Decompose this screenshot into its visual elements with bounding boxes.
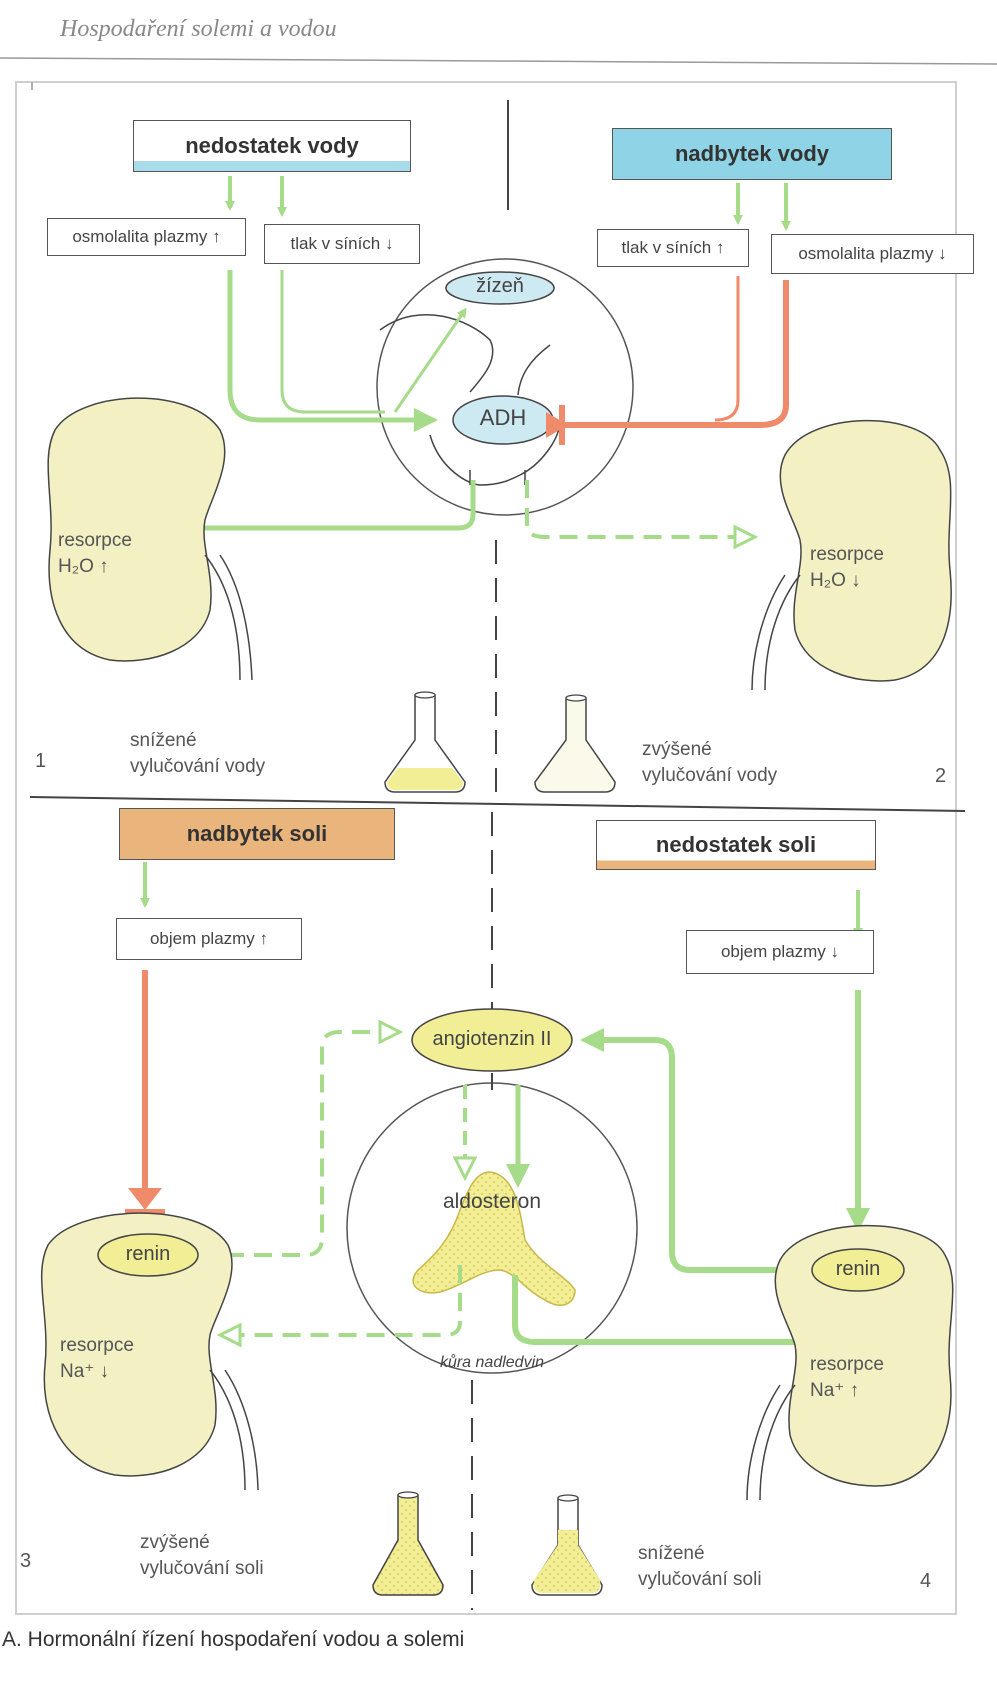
panel4-title: nedostatek soli	[596, 820, 876, 870]
panel4-title-text: nedostatek soli	[655, 832, 817, 857]
panel1-result-line2: vylučování vody	[130, 756, 266, 777]
panel3-title-text: nadbytek soli	[186, 821, 328, 846]
angiotensin-oval	[411, 1008, 573, 1072]
panel2-kidney-value: H₂O ↓	[810, 570, 861, 591]
panel2-result-line2: vylučování vody	[642, 765, 778, 786]
header-rule	[0, 57, 997, 65]
arrow-osmo-adh	[227, 270, 438, 432]
panel3-volume-box: objem plazmy ↑	[116, 918, 302, 960]
thirst-label: žízeň	[476, 275, 524, 297]
panel2-title: nadbytek vody	[612, 128, 892, 180]
panel4-result-line2: vylučování soli	[638, 1569, 762, 1590]
renin-oval-right	[811, 1248, 905, 1292]
panel3-result-line2: vylučování soli	[140, 1558, 264, 1579]
arrow-renin-right-angiotensin	[580, 1028, 815, 1273]
arrow-aldo-kidney-right	[512, 1275, 852, 1354]
panel4-volume-box: objem plazmy ↓	[686, 930, 874, 974]
cortex-label: kůra nadledvin	[439, 1354, 545, 1371]
panel4-result-line1: snížené	[638, 1543, 705, 1564]
arrow-adh-kidney-left	[165, 480, 476, 540]
panel4-kidney-value: Na⁺ ↑	[810, 1380, 860, 1401]
panel2-title-text: nadbytek vody	[674, 141, 830, 166]
aldosterone-label: aldosteron	[442, 1190, 542, 1213]
panel2-kidney-label-text: resorpce	[810, 544, 884, 565]
angiotensin-label: angiotenzin II	[432, 1028, 552, 1050]
panel2-number: 2	[935, 765, 947, 787]
panel3-renin-label: renin	[125, 1243, 171, 1265]
panel3-result-line1: zvýšené	[140, 1532, 210, 1553]
panel4-kidney-label: resorpce Na⁺ ↑	[810, 1352, 884, 1404]
panel2-osmolality-box: osmolalita plazmy ↓	[771, 234, 974, 274]
panel2-result-line1: zvýšené	[642, 739, 712, 760]
arrow-inhibit-adh	[546, 280, 789, 438]
page-header-title: Hospodaření solemi a vodou	[60, 16, 337, 42]
panel1-kidney-label-text: resorpce	[58, 530, 132, 551]
panel4-kidney-label-text: resorpce	[810, 1354, 884, 1375]
flask-2	[534, 697, 616, 793]
kidney-bottom-right	[774, 1224, 954, 1487]
panel1-kidney-value: H₂O ↑	[58, 556, 109, 577]
ventricle-outline	[379, 314, 551, 396]
outer-frame	[15, 81, 957, 1615]
arrow-to-thirst	[393, 307, 467, 413]
figure-caption: A. Hormonální řízení hospodaření vodou a…	[2, 1628, 465, 1651]
panel3-kidney-label: resorpce Na⁺ ↓	[60, 1333, 134, 1385]
adrenal-gland	[412, 1171, 576, 1306]
kidney-top-left	[47, 397, 226, 662]
panel3-title: nadbytek soli	[119, 808, 395, 860]
panel1-number: 1	[35, 750, 47, 772]
arrow-renin-left-angiotensin	[198, 1032, 400, 1257]
panel1-result-line1: snížené	[130, 730, 197, 751]
flask-1	[384, 694, 466, 793]
hypothalamus-circle	[376, 258, 634, 516]
panel4-renin-label: renin	[835, 1258, 881, 1280]
panel3-kidney-label-text: resorpce	[60, 1335, 134, 1356]
kidney-bottom-left	[40, 1212, 233, 1477]
adh-label: ADH	[479, 405, 527, 430]
panel2-pressure-box: tlak v síních ↑	[597, 229, 749, 267]
divider-horizontal	[29, 796, 966, 812]
arrow-adh-kidney-right	[525, 480, 755, 537]
panel4-number: 4	[920, 1570, 932, 1592]
panel1-osmolality-box: osmolalita plazmy ↑	[47, 218, 246, 256]
panel1-pressure-box: tlak v síních ↓	[264, 224, 420, 264]
panel1-result: snížené vylučování vody	[130, 728, 265, 780]
panel2-kidney-label: resorpce H₂O ↓	[810, 542, 884, 594]
panel1-title-text: nedostatek vody	[185, 133, 359, 158]
panel3-number: 3	[20, 1550, 32, 1572]
panel1-title: nedostatek vody	[133, 120, 411, 172]
panel3-kidney-value: Na⁺ ↓	[60, 1361, 110, 1382]
arrow-aldo-kidney-left	[220, 1265, 462, 1335]
thirst-oval	[445, 271, 555, 305]
panel3-result: zvýšené vylučování soli	[140, 1530, 264, 1582]
panel4-result: snížené vylučování soli	[638, 1541, 762, 1593]
panel2-result: zvýšené vylučování vody	[642, 737, 777, 789]
kidney-top-right	[779, 419, 952, 682]
panel1-kidney-label: resorpce H₂O ↑	[58, 528, 132, 580]
flask-3	[372, 1494, 444, 1596]
renin-oval-left	[97, 1233, 199, 1277]
